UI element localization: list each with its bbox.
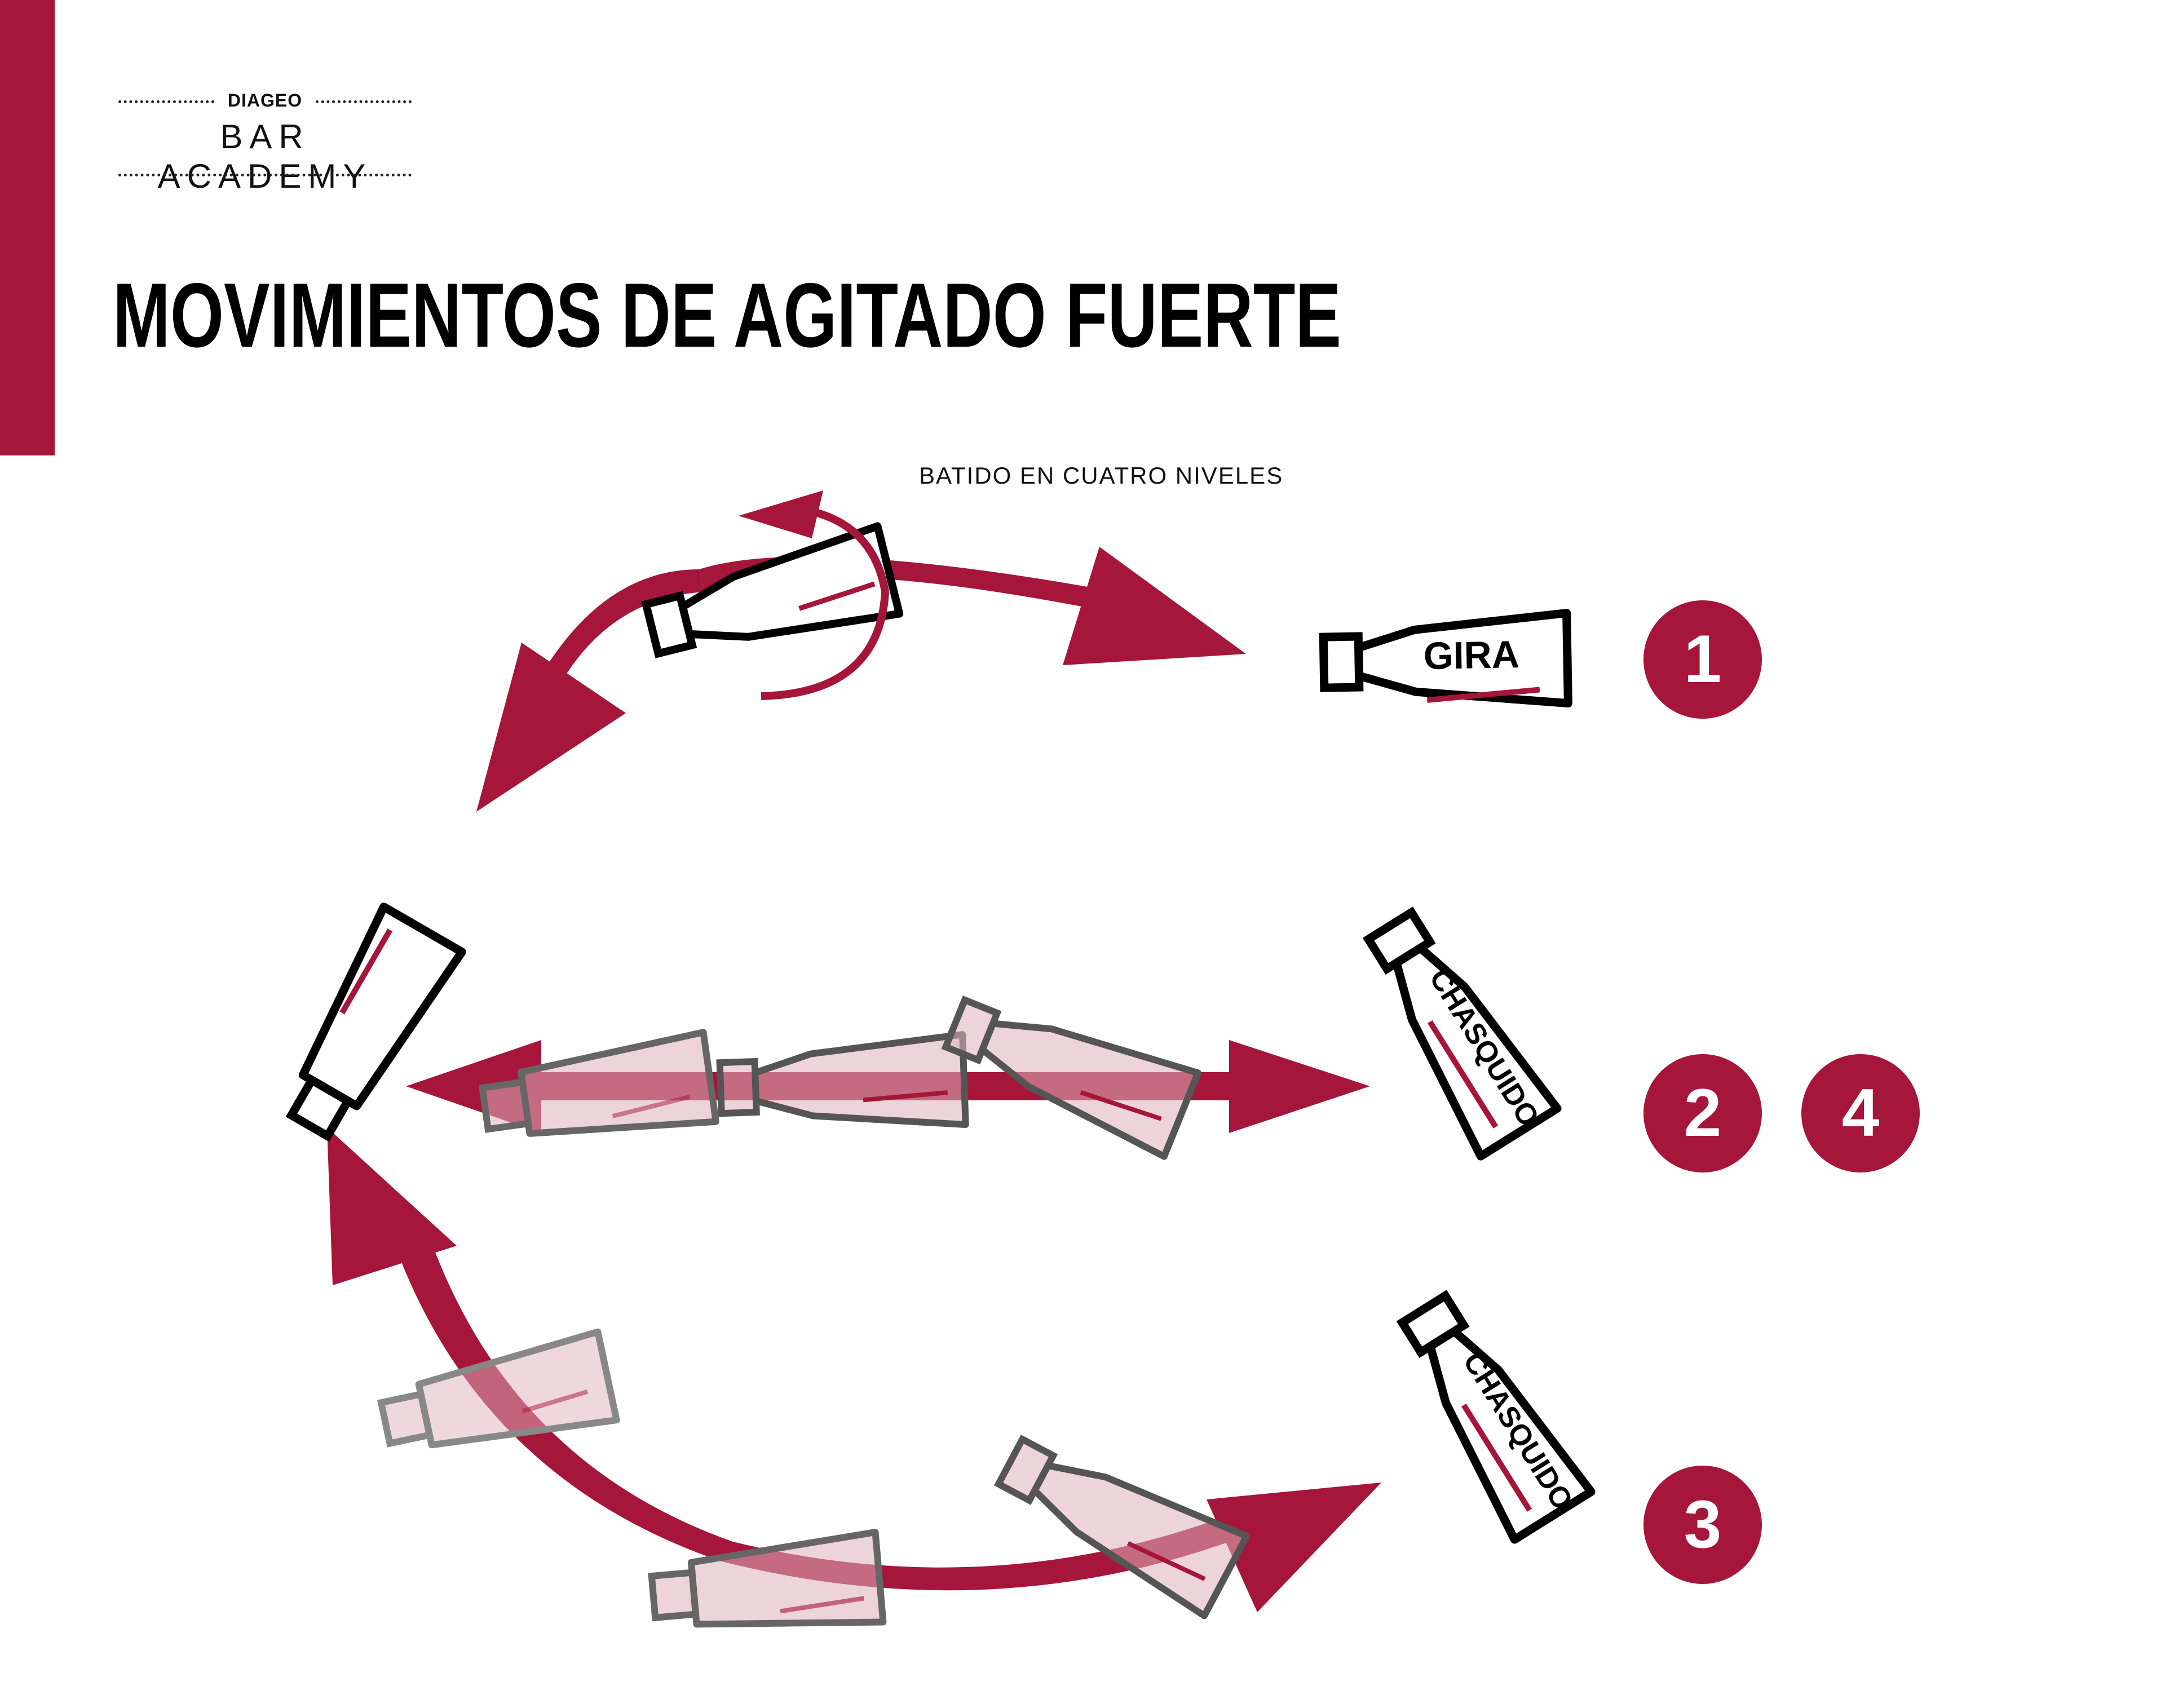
logo-dotted-rule	[316, 100, 412, 103]
logo-brand: DIAGEO	[227, 90, 303, 110]
spin-arrow	[761, 506, 890, 700]
step-badges: 1 2 4 3	[1643, 600, 1920, 1584]
accent-bar	[0, 0, 55, 455]
gira-label: GIRA	[1423, 633, 1519, 678]
curved-arrow-bottom	[389, 1218, 1280, 1591]
svg-text:3: 3	[1684, 1486, 1722, 1562]
ghost-shaker	[719, 1034, 965, 1133]
arrowhead-bottom-right	[1207, 1483, 1381, 1612]
spinning-shaker	[641, 490, 899, 700]
arrowhead-right	[1229, 1040, 1370, 1133]
ghost-shaker	[989, 1422, 1247, 1616]
ghost-shaker	[938, 981, 1198, 1156]
svg-text:4: 4	[1842, 1075, 1880, 1151]
step-badge-1: 1	[1643, 600, 1762, 719]
spin-arrowhead	[739, 490, 823, 538]
left-shaker	[271, 907, 462, 1148]
ghost-shaker	[376, 1332, 616, 1467]
arrowhead-top-left	[476, 643, 626, 812]
ghost-shakers	[376, 981, 1247, 1641]
logo-dotted-rule	[118, 100, 214, 103]
step-badge-2: 2	[1643, 1054, 1762, 1172]
page-title: MOVIMIENTOS DE AGITADO FUERTE	[113, 264, 1342, 366]
shaker-chasquido-top: CHASQUIDO	[1351, 902, 1557, 1156]
shaker-chasquido-bottom: CHASQUIDO	[1385, 1285, 1591, 1539]
logo-dotted-rule	[118, 174, 412, 176]
page-subtitle: BATIDO EN CUATRO NIVELES	[919, 462, 1284, 489]
ghost-shaker	[650, 1532, 883, 1641]
bar-academy-logo: DIAGEO BAR ACADEMY	[118, 89, 412, 195]
svg-text:1: 1	[1684, 621, 1722, 697]
step-badge-4: 4	[1801, 1054, 1920, 1172]
ghost-shaker	[479, 1032, 715, 1153]
arrowhead-bottom-up	[327, 1127, 457, 1285]
arrowhead-top-right	[1063, 547, 1246, 665]
shaker-gira: GIRA	[1323, 613, 1568, 708]
step-badge-3: 3	[1643, 1466, 1762, 1584]
svg-text:2: 2	[1684, 1075, 1722, 1151]
